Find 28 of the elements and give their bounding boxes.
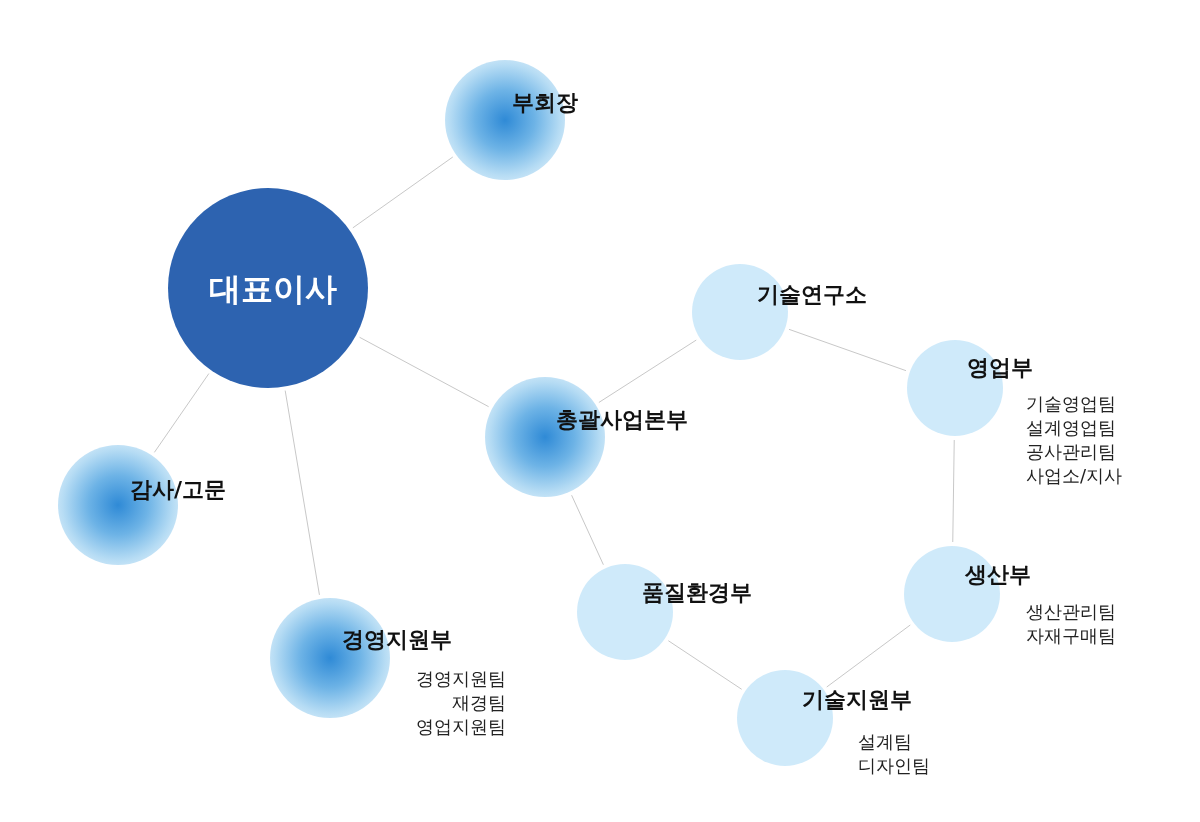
- team-label: 사업소/지사: [1026, 464, 1123, 488]
- node-label: 부회장: [512, 89, 578, 117]
- team-label: 디자인팀: [858, 754, 930, 778]
- connector-line: [153, 373, 210, 453]
- team-label: 영업지원팀: [416, 715, 506, 739]
- node-label: 생산부: [965, 561, 1031, 589]
- team-label: 설계영업팀: [1026, 416, 1116, 440]
- team-label: 재경팀: [452, 691, 506, 715]
- team-label: 기술영업팀: [1026, 392, 1116, 416]
- node-label: 영업부: [967, 354, 1033, 382]
- team-label: 공사관리팀: [1026, 440, 1116, 464]
- connector-line: [598, 339, 697, 403]
- connector-line: [571, 494, 604, 566]
- connector-line: [352, 156, 454, 229]
- connector-line: [788, 328, 907, 372]
- node-label: 기술지원부: [802, 686, 912, 714]
- node-label: 품질환경부: [642, 579, 752, 607]
- connector-line: [359, 336, 490, 408]
- connector-line: [826, 624, 911, 688]
- node-label: 기술연구소: [757, 281, 867, 309]
- team-label: 경영지원팀: [416, 667, 506, 691]
- team-label: 자재구매팀: [1026, 624, 1116, 648]
- team-label: 설계팀: [858, 730, 912, 754]
- connector-line: [284, 390, 320, 596]
- connector-line: [952, 439, 955, 543]
- node-label: 대표이사: [209, 269, 337, 310]
- team-label: 생산관리팀: [1026, 600, 1116, 624]
- connector-line: [667, 640, 743, 690]
